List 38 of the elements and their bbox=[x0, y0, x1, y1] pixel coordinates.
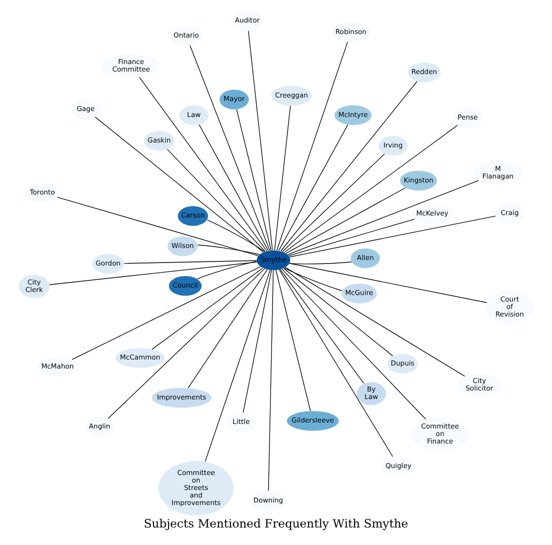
connector bbox=[288, 218, 416, 256]
connector bbox=[284, 268, 342, 292]
connector bbox=[236, 109, 272, 251]
connector bbox=[289, 262, 352, 264]
connector bbox=[280, 81, 418, 252]
connector bbox=[284, 124, 458, 253]
connector bbox=[196, 260, 258, 280]
connector bbox=[285, 267, 466, 377]
connector bbox=[242, 270, 272, 413]
connector bbox=[198, 124, 269, 252]
connector bbox=[282, 154, 385, 252]
connector bbox=[281, 268, 426, 420]
connector bbox=[190, 45, 270, 251]
diagram-title: Subjects Mentioned Frequently With Smythe bbox=[144, 516, 408, 531]
connector bbox=[72, 266, 261, 360]
connector bbox=[206, 220, 265, 252]
connector bbox=[286, 187, 406, 254]
connector bbox=[276, 42, 348, 251]
connector bbox=[124, 260, 258, 264]
connector bbox=[188, 269, 268, 388]
connector bbox=[276, 270, 311, 412]
connector bbox=[204, 270, 271, 462]
connector bbox=[152, 268, 264, 350]
connector bbox=[278, 124, 348, 252]
connector bbox=[94, 116, 264, 252]
connector bbox=[289, 216, 496, 258]
connector bbox=[198, 244, 260, 255]
connector bbox=[268, 270, 274, 492]
connector bbox=[287, 180, 479, 256]
connector bbox=[49, 262, 258, 286]
connector bbox=[274, 105, 291, 250]
connector bbox=[166, 148, 266, 252]
connector bbox=[248, 30, 273, 251]
connector bbox=[280, 269, 364, 384]
connector bbox=[283, 268, 394, 356]
connector bbox=[108, 268, 265, 419]
connector bbox=[278, 269, 394, 457]
connector bbox=[139, 76, 268, 252]
